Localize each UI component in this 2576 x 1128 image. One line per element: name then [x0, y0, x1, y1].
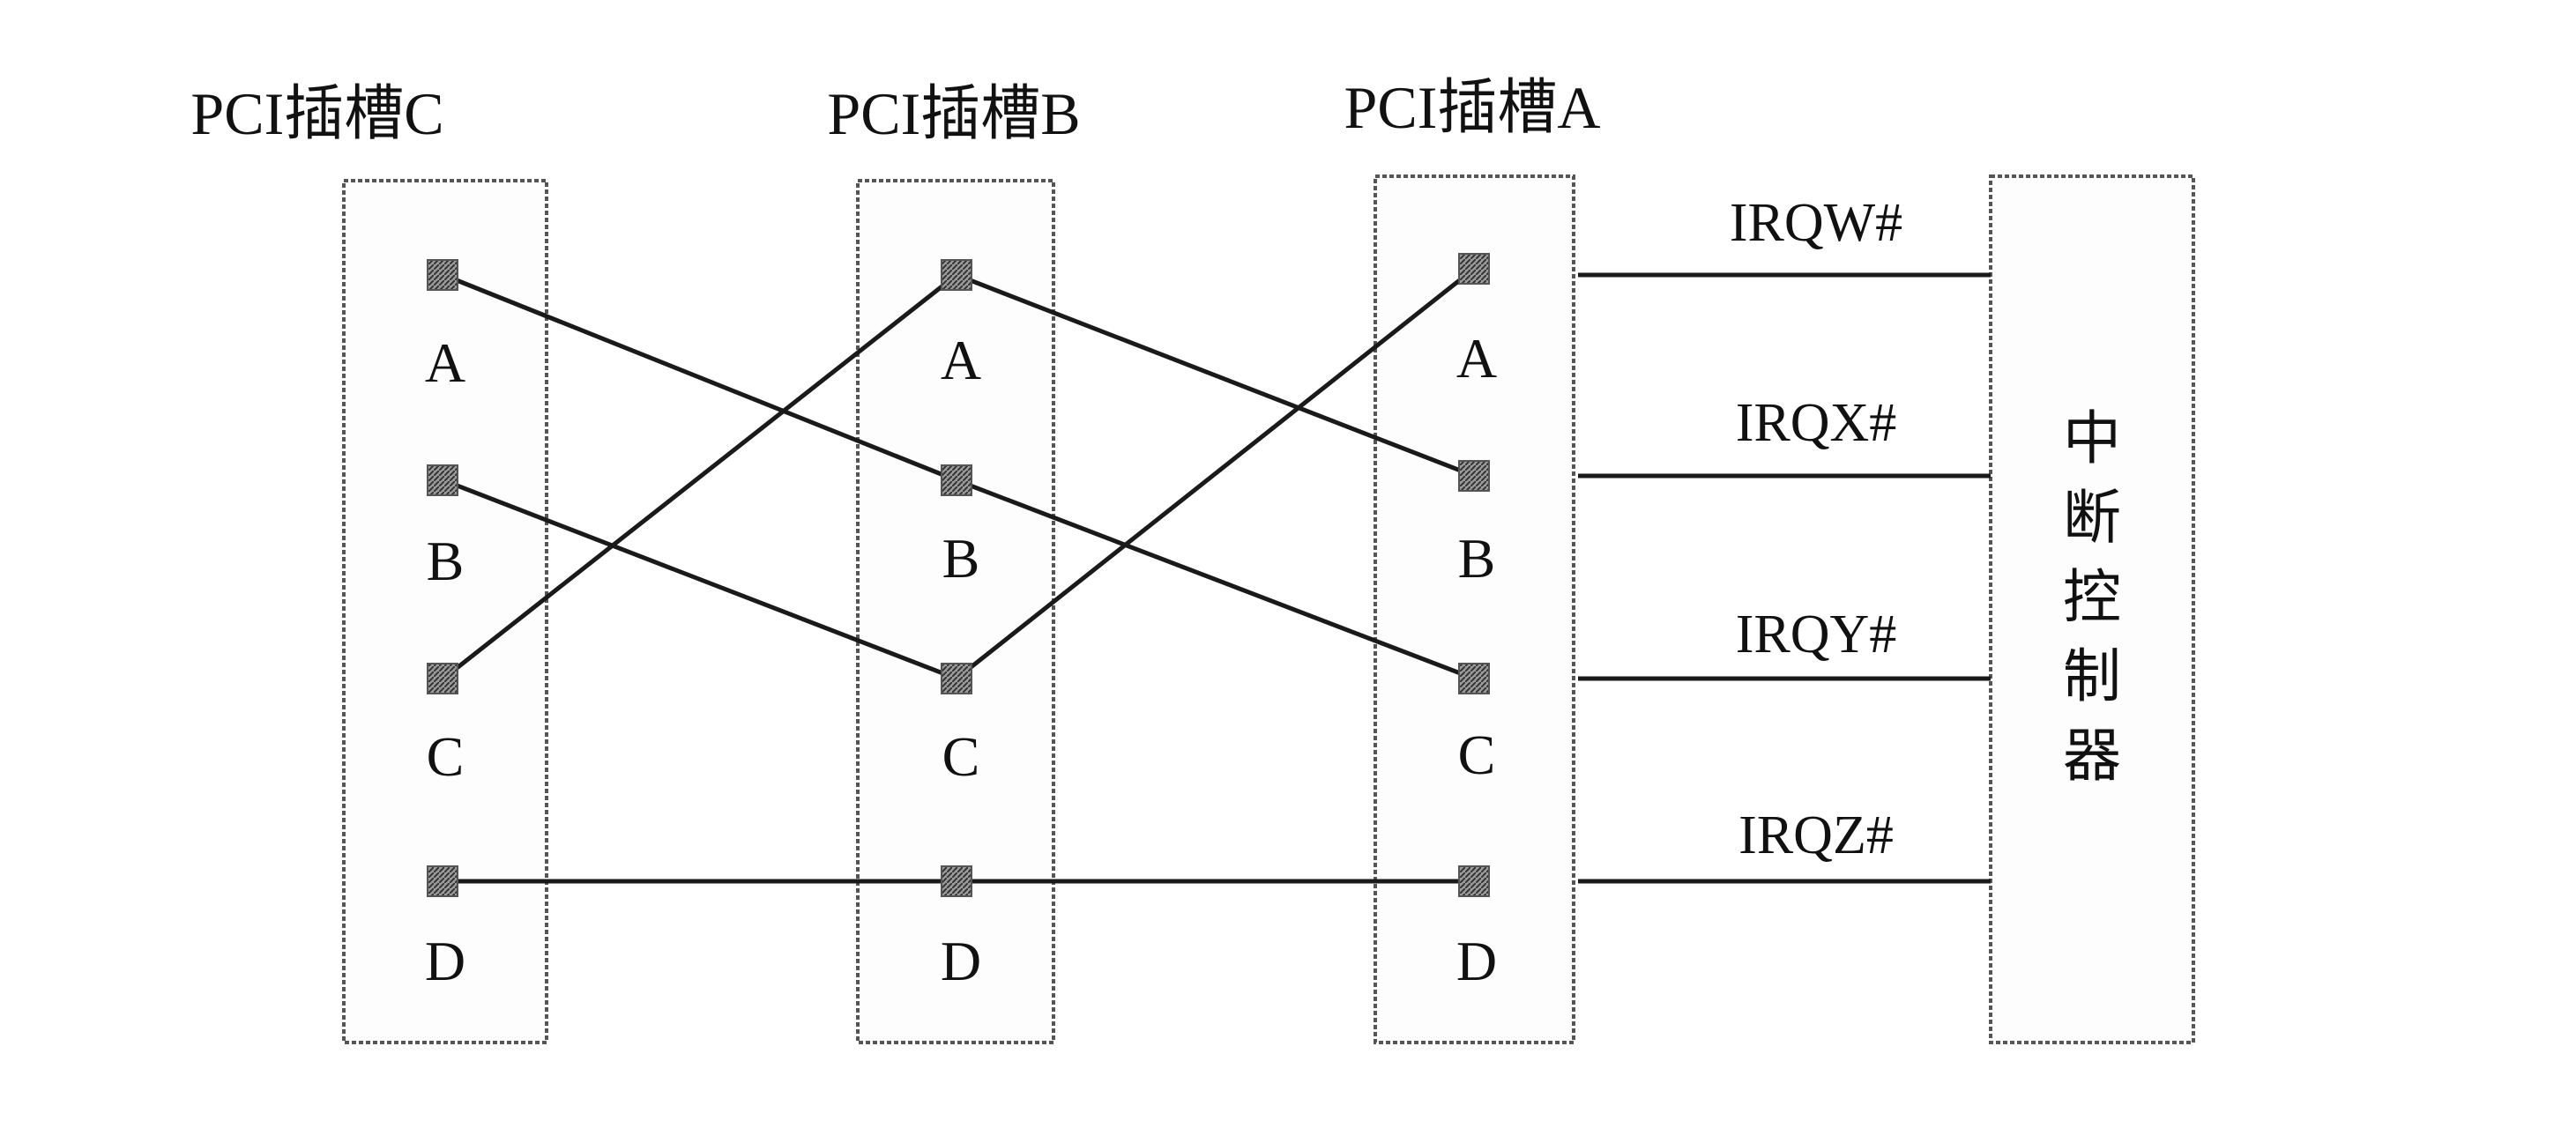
controller-label-char: 器 — [2063, 722, 2121, 790]
slot-a-pin-b — [1458, 460, 1490, 492]
slot-b-pin-d — [941, 865, 972, 897]
irqz-label: IRQZ# — [1738, 805, 1894, 865]
slot-b-pin-c — [941, 663, 972, 694]
slot-a-pin-c-label: C — [1458, 724, 1496, 786]
slot-c-box — [342, 179, 548, 1044]
slot-b-pin-c-label: C — [942, 725, 980, 788]
slot-a-pin-d-label: D — [1456, 930, 1497, 992]
slot-b-pin-b — [941, 464, 972, 496]
slot-a-pin-d — [1458, 865, 1490, 897]
slot-a-pin-b-label: B — [1458, 527, 1496, 590]
slot-c-pin-c — [427, 663, 458, 694]
slot-a-box — [1374, 174, 1575, 1044]
slot-a-pin-a — [1458, 253, 1490, 285]
slot-a-pin-a-label: A — [1456, 327, 1497, 390]
irqw-label: IRQW# — [1730, 193, 1902, 253]
wire-b-a-to-a-b — [956, 272, 1475, 479]
slot-a-pin-c — [1458, 663, 1490, 694]
slot-b-pin-b-label: B — [942, 527, 980, 590]
slot-b-box — [856, 179, 1055, 1044]
slot-c-pin-a-label: A — [425, 331, 465, 394]
wire-b-b-to-a-c — [956, 478, 1475, 681]
controller-label-char: 断 — [2063, 484, 2121, 552]
slot-c-pin-b — [427, 464, 458, 496]
wire-c-c-to-b-a — [442, 273, 958, 680]
interrupt-controller-box — [1989, 174, 2195, 1044]
slot-c-title: PCI插槽C — [190, 80, 443, 147]
slot-a-title: PCI插槽A — [1344, 74, 1601, 141]
slot-b-title: PCI插槽B — [827, 80, 1080, 147]
slot-c-pin-a — [427, 259, 458, 291]
controller-label-char: 制 — [2063, 642, 2121, 710]
wire-c-b-to-b-c — [443, 478, 957, 681]
slot-b-pin-a-label: A — [941, 329, 981, 391]
controller-label-char: 控 — [2063, 563, 2121, 631]
slot-c-pin-d-label: D — [425, 930, 465, 992]
wire-c-a-to-b-b — [443, 272, 957, 483]
slot-c-pin-b-label: B — [427, 530, 465, 592]
slot-c-pin-c-label: C — [427, 725, 465, 788]
slot-b-pin-d-label: D — [941, 930, 981, 992]
slot-c-pin-d — [427, 865, 458, 897]
irqx-label: IRQX# — [1736, 393, 1897, 453]
controller-label-char: 中 — [2063, 404, 2121, 472]
irqy-label: IRQY# — [1736, 605, 1897, 664]
slot-b-pin-a — [941, 259, 972, 291]
wire-b-c-to-a-a — [955, 267, 1476, 680]
